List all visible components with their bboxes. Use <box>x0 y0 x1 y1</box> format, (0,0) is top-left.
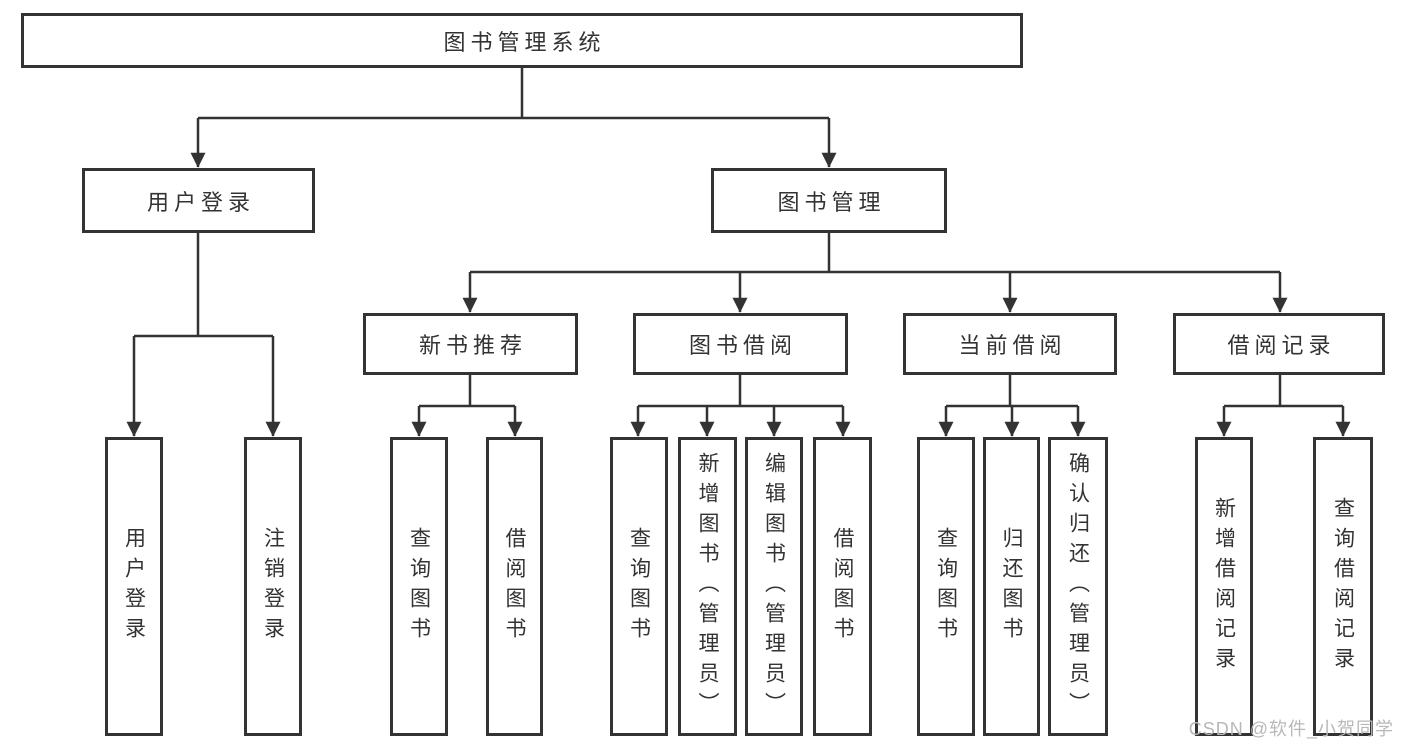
leaf-query-borrow-record-label: 查询借阅记录 <box>1331 496 1355 677</box>
connector-book-borrow-to-leaves <box>630 375 851 437</box>
node-book-management: 图书管理 <box>711 168 947 233</box>
connector-root-to-level2 <box>190 68 837 168</box>
leaf-logout-label: 注销登录 <box>261 526 285 647</box>
leaf-borrow-books-recommend-label: 借阅图书 <box>503 526 526 647</box>
node-current-borrow: 当前借阅 <box>903 313 1117 375</box>
leaf-query-books-recommend: 查询图书 <box>390 437 448 736</box>
leaf-return-books-label: 归还图书 <box>1000 526 1023 647</box>
leaf-borrow-books-label: 借阅图书 <box>831 526 854 647</box>
node-root-system: 图书管理系统 <box>21 13 1023 68</box>
node-borrow-records: 借阅记录 <box>1173 313 1385 375</box>
leaf-query-books-borrow: 查询图书 <box>610 437 668 736</box>
leaf-add-books-admin: 新增图书（管理员） <box>678 437 737 736</box>
connector-new-book-to-leaves <box>411 375 523 437</box>
connector-book-management-to-level3 <box>462 233 1288 313</box>
node-new-book-recommend: 新书推荐 <box>363 313 578 375</box>
leaf-query-books-current-label: 查询图书 <box>934 526 958 647</box>
leaf-borrow-books-recommend: 借阅图书 <box>486 437 543 736</box>
leaf-add-books-admin-label: 新增图书（管理员） <box>696 451 719 722</box>
leaf-return-books: 归还图书 <box>983 437 1040 736</box>
connector-borrow-records-to-leaves <box>1216 375 1351 437</box>
leaf-confirm-return-admin: 确认归还（管理员） <box>1048 437 1108 736</box>
leaf-user-login: 用户登录 <box>105 437 163 736</box>
node-user-login: 用户登录 <box>82 168 315 233</box>
node-book-borrow: 图书借阅 <box>633 313 848 375</box>
leaf-add-borrow-record-label: 新增借阅记录 <box>1212 496 1236 677</box>
leaf-edit-books-admin: 编辑图书（管理员） <box>745 437 803 736</box>
leaf-add-borrow-record: 新增借阅记录 <box>1195 437 1253 736</box>
connector-user-login-to-leaves <box>126 233 281 437</box>
leaf-user-login-label: 用户登录 <box>122 526 146 647</box>
leaf-query-books-borrow-label: 查询图书 <box>627 526 651 647</box>
leaf-edit-books-admin-label: 编辑图书（管理员） <box>762 451 786 722</box>
leaf-confirm-return-admin-label: 确认归还（管理员） <box>1066 451 1090 722</box>
leaf-logout: 注销登录 <box>244 437 302 736</box>
csdn-watermark: CSDN @软件_小贺同学 <box>1188 719 1394 739</box>
leaf-query-books-recommend-label: 查询图书 <box>407 526 431 647</box>
connector-current-borrow-to-leaves <box>938 375 1086 437</box>
leaf-borrow-books: 借阅图书 <box>813 437 872 736</box>
leaf-query-books-current: 查询图书 <box>917 437 975 736</box>
leaf-query-borrow-record: 查询借阅记录 <box>1313 437 1373 736</box>
